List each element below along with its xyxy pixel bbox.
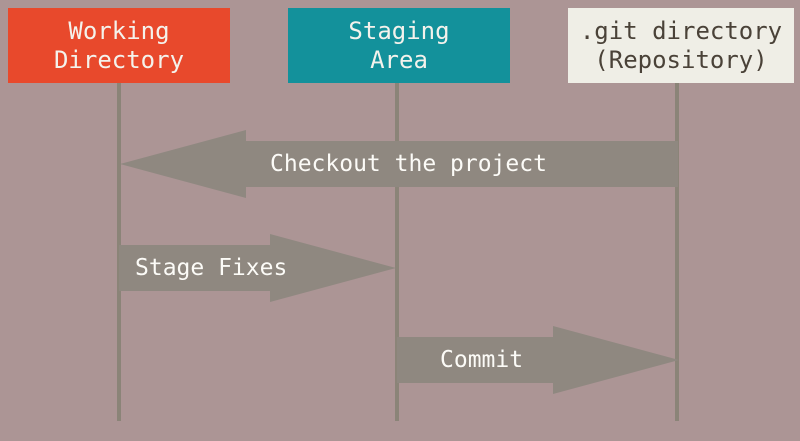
git-directory-label-line1: .git directory — [579, 16, 783, 45]
git-directory-label-line2: (Repository) — [594, 45, 768, 74]
checkout-arrow-body — [246, 141, 678, 187]
working-directory-box: Working Directory — [8, 8, 230, 83]
stage-fixes-arrow-head-icon — [270, 234, 396, 302]
git-directory-box: .git directory (Repository) — [568, 8, 794, 83]
staging-area-label-line1: Staging — [348, 16, 450, 45]
checkout-arrow-label: Checkout the project — [270, 151, 547, 177]
working-directory-label-line1: Working — [68, 16, 170, 45]
working-directory-label-line2: Directory — [53, 45, 185, 74]
commit-arrow-label: Commit — [440, 347, 524, 373]
git-directory-lifeline — [675, 83, 679, 421]
stage-fixes-arrow-body — [119, 245, 270, 291]
staging-area-box: Staging Area — [288, 8, 510, 83]
checkout-arrow-head-icon — [120, 130, 246, 198]
staging-area-label-line2: Area — [370, 45, 428, 74]
stage-fixes-arrow-label: Stage Fixes — [135, 255, 288, 281]
commit-arrow-body — [397, 337, 553, 383]
commit-arrow-head-icon — [553, 326, 679, 394]
staging-area-lifeline — [395, 83, 399, 421]
